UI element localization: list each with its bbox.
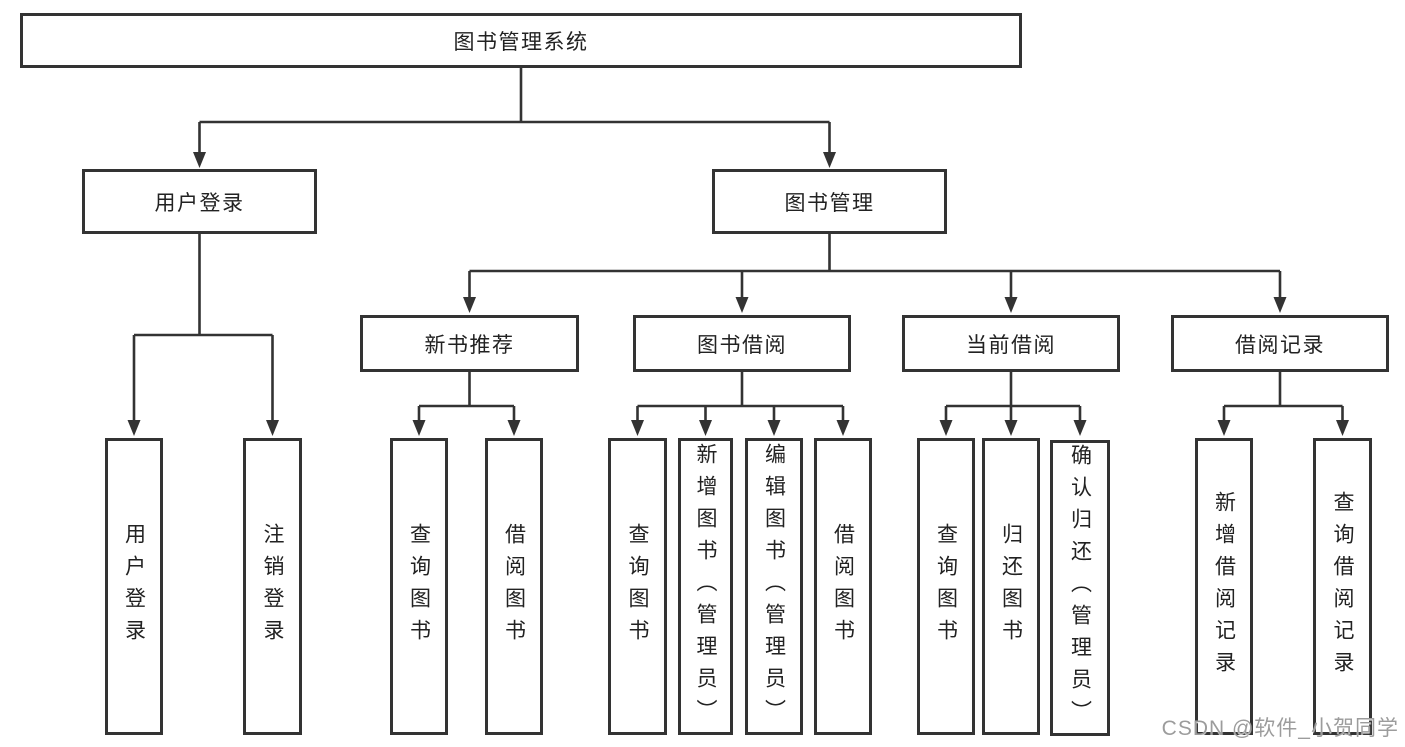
node-label: 编辑图书（管理员） bbox=[762, 442, 786, 731]
arrowhead bbox=[631, 420, 644, 436]
node-leaf-query-books: 查询图书 bbox=[608, 438, 667, 735]
node-book-management: 图书管理 bbox=[712, 169, 947, 234]
node-label: 借阅图书 bbox=[502, 522, 526, 651]
node-leaf-edit-book-admin: 编辑图书（管理员） bbox=[745, 438, 803, 735]
node-leaf-add-borrow-record: 新增借阅记录 bbox=[1195, 438, 1253, 735]
arrowhead bbox=[1073, 420, 1087, 436]
node-leaf-query-books: 查询图书 bbox=[917, 438, 975, 735]
node-root: 图书管理系统 bbox=[20, 13, 1022, 68]
node-label: 归还图书 bbox=[999, 522, 1023, 651]
arrowhead bbox=[463, 297, 476, 313]
arrowhead bbox=[1217, 420, 1231, 436]
arrowhead bbox=[699, 420, 712, 436]
node-leaf-borrow-books: 借阅图书 bbox=[485, 438, 543, 735]
node-label: 图书借阅 bbox=[697, 333, 787, 357]
arrowhead bbox=[823, 152, 836, 168]
arrowhead bbox=[507, 420, 521, 436]
node-label: 当前借阅 bbox=[966, 333, 1056, 357]
arrowhead bbox=[939, 420, 953, 436]
node-leaf-confirm-return-admin: 确认归还（管理员） bbox=[1050, 440, 1110, 736]
node-label: 查询借阅记录 bbox=[1331, 490, 1354, 683]
arrowhead bbox=[1004, 420, 1018, 436]
csdn-watermark: CSDN @软件_小贺同学 bbox=[1161, 717, 1399, 740]
arrowhead bbox=[1004, 297, 1018, 313]
node-leaf-query-books: 查询图书 bbox=[390, 438, 448, 735]
arrowhead bbox=[767, 420, 781, 436]
arrowhead bbox=[836, 420, 850, 436]
node-book-borrowing: 图书借阅 bbox=[633, 315, 851, 372]
node-leaf-logout: 注销登录 bbox=[243, 438, 302, 735]
node-label: 新增图书（管理员） bbox=[694, 442, 717, 731]
node-current-borrowing: 当前借阅 bbox=[902, 315, 1120, 372]
node-borrow-records: 借阅记录 bbox=[1171, 315, 1389, 372]
node-leaf-borrow-books: 借阅图书 bbox=[814, 438, 872, 735]
node-label: 查询图书 bbox=[407, 522, 431, 651]
arrowhead bbox=[735, 297, 749, 313]
arrowhead bbox=[266, 420, 279, 436]
arrowhead bbox=[1336, 420, 1349, 436]
node-leaf-return-books: 归还图书 bbox=[982, 438, 1040, 735]
node-new-book-recommend: 新书推荐 bbox=[360, 315, 579, 372]
node-user-login: 用户登录 bbox=[82, 169, 317, 234]
node-label: 用户登录 bbox=[122, 522, 146, 651]
arrowhead bbox=[1273, 297, 1287, 313]
node-leaf-add-book-admin: 新增图书（管理员） bbox=[678, 438, 733, 735]
connector-lines bbox=[132, 68, 1344, 421]
arrowhead bbox=[412, 420, 426, 436]
node-label: 确认归还（管理员） bbox=[1068, 444, 1092, 732]
node-label: 借阅记录 bbox=[1235, 333, 1325, 357]
node-label: 注销登录 bbox=[261, 522, 284, 651]
arrowhead bbox=[127, 420, 141, 436]
arrowhead bbox=[193, 152, 206, 168]
node-label: 新增借阅记录 bbox=[1212, 490, 1236, 683]
node-label: 图书管理系统 bbox=[453, 30, 589, 54]
node-label: 图书管理 bbox=[784, 191, 875, 215]
node-label: 新书推荐 bbox=[424, 333, 515, 357]
node-label: 用户登录 bbox=[154, 191, 245, 215]
node-leaf-user-login: 用户登录 bbox=[105, 438, 163, 735]
node-label: 查询图书 bbox=[934, 522, 958, 651]
node-label: 借阅图书 bbox=[831, 522, 855, 651]
node-label: 查询图书 bbox=[626, 522, 649, 651]
node-leaf-query-borrow-record: 查询借阅记录 bbox=[1313, 438, 1372, 735]
